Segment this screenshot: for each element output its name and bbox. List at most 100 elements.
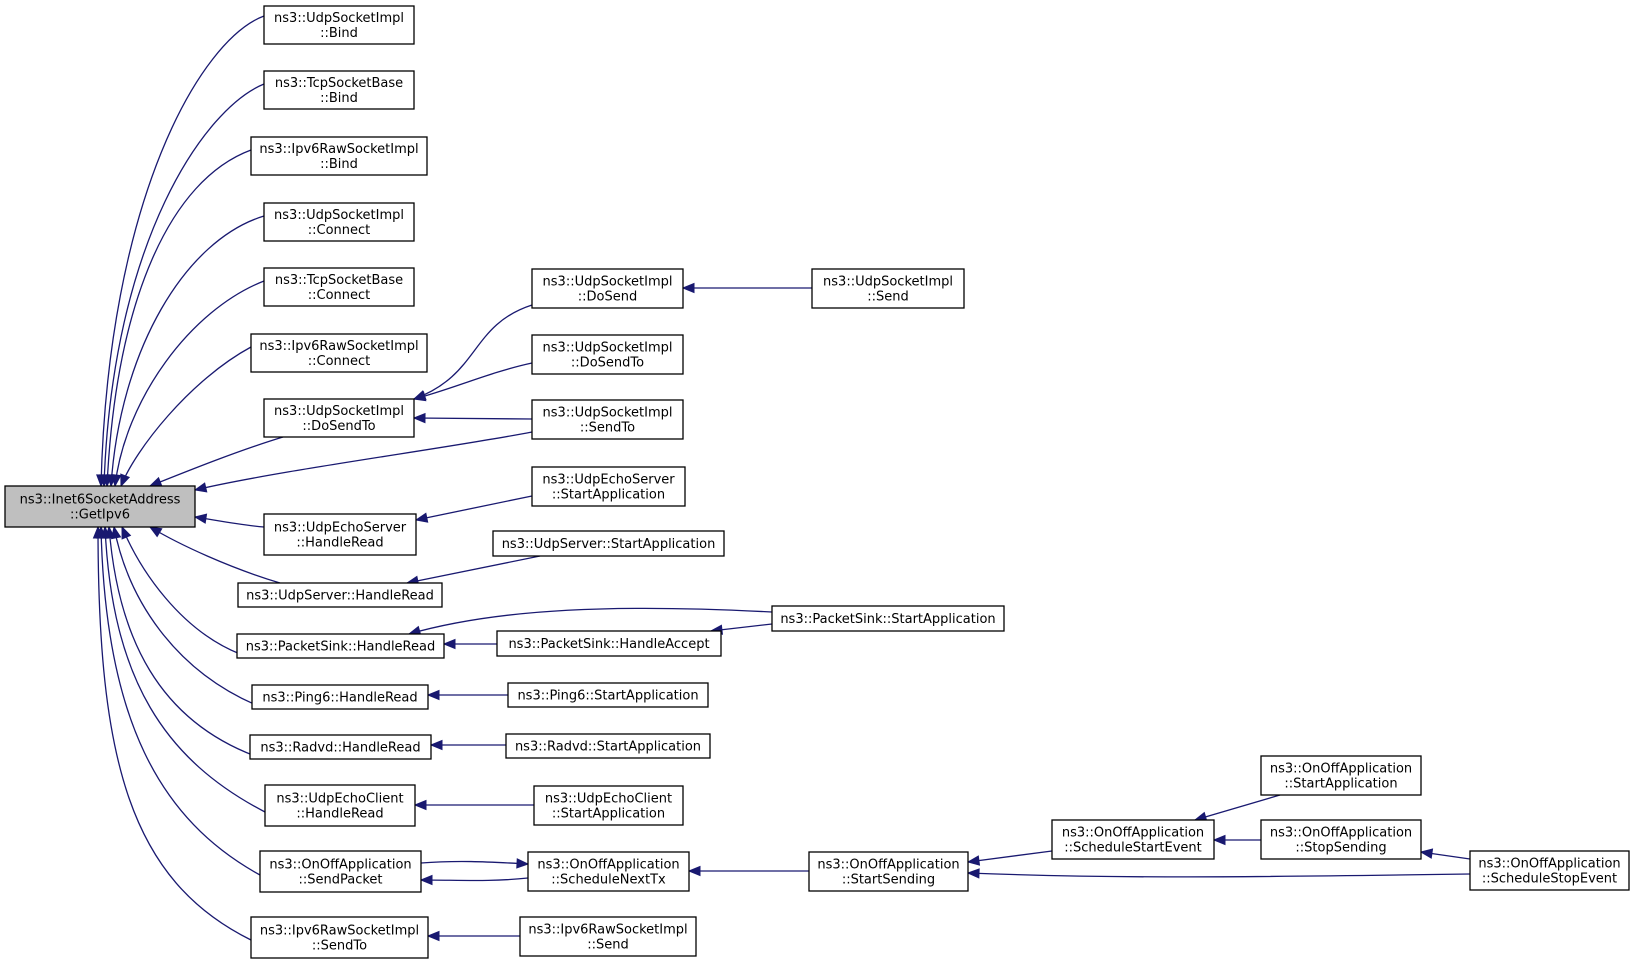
node-label: ns3::Ping6::HandleRead — [262, 691, 417, 706]
node-udp-send[interactable]: ns3::UdpSocketImpl::Send — [811, 268, 965, 309]
node-echocli-start[interactable]: ns3::UdpEchoClient::StartApplication — [533, 785, 684, 826]
node-raw-send[interactable]: ns3::Ipv6RawSocketImpl::Send — [519, 916, 697, 957]
node-box — [237, 582, 443, 608]
node-label: ::HandleRead — [296, 536, 383, 551]
node-onoff-schednext[interactable]: ns3::OnOffApplication::ScheduleNextTx — [527, 851, 690, 892]
edge-udp_dosendto2-to-udp_dosendto — [412, 362, 533, 402]
edge-onoff_schedstart-to-onoff_startsend — [966, 850, 1053, 866]
edge-onoff_sendpkt-to-getipv6 — [95, 525, 261, 876]
edge-udp_dosendto-to-getipv6 — [148, 436, 284, 487]
arrowhead-onoff_schedstart>onoff_startsend — [966, 855, 981, 866]
arrowhead-udp_sendto>udp_dosendto — [412, 412, 426, 424]
edge-line — [108, 526, 256, 757]
node-tcp-bind[interactable]: ns3::TcpSocketBase::Bind — [263, 70, 415, 110]
node-label: ::Send — [867, 290, 909, 305]
node-label: ns3::PacketSink::HandleRead — [246, 640, 435, 655]
node-raw-connect[interactable]: ns3::Ipv6RawSocketImpl::Connect — [250, 333, 428, 373]
node-label: ns3::Ping6::StartApplication — [517, 689, 698, 704]
node-box — [259, 850, 422, 893]
node-box — [263, 267, 415, 307]
node-box — [4, 485, 196, 528]
node-label: ::StopSending — [1295, 841, 1386, 856]
node-ping-start[interactable]: ns3::Ping6::StartApplication — [507, 682, 709, 708]
node-box — [263, 398, 415, 438]
node-echosrv-start[interactable]: ns3::UdpEchoServer::StartApplication — [531, 466, 686, 507]
node-udpsrv-read[interactable]: ns3::UdpServer::HandleRead — [237, 582, 443, 608]
edge-udp_connect-to-getipv6 — [106, 215, 265, 488]
arrowhead-udp_dosendto2>udp_dosendto — [412, 391, 427, 402]
node-echosrv-read[interactable]: ns3::UdpEchoServer::HandleRead — [263, 513, 417, 556]
node-label: ns3::UdpSocketImpl — [823, 275, 953, 290]
node-getipv6[interactable]: ns3::Inet6SocketAddress::GetIpv6 — [4, 485, 196, 528]
arrowhead-udpsrv_read>getipv6 — [148, 526, 163, 538]
edge-ping_start-to-ping_read — [426, 689, 508, 701]
node-sink-start[interactable]: ns3::PacketSink::StartApplication — [771, 605, 1005, 632]
edge-radvd_start-to-radvd_read — [429, 739, 506, 751]
node-udp-dosend[interactable]: ns3::UdpSocketImpl::DoSend — [531, 268, 684, 309]
node-label: ns3::UdpSocketImpl — [274, 11, 404, 26]
edge-radvd_read-to-getipv6 — [104, 525, 256, 757]
node-box — [811, 268, 965, 309]
arrowhead-onoff_sendpkt>onoff_schednext — [516, 858, 530, 869]
node-box — [531, 466, 686, 507]
edge-onoff_stopsend-to-onoff_schedstart — [1212, 834, 1261, 846]
edge-udpsrv_read-to-getipv6 — [148, 526, 281, 584]
node-label: ::DoSendTo — [302, 419, 375, 434]
node-box — [1260, 819, 1422, 860]
node-radvd-start[interactable]: ns3::Radvd::StartApplication — [505, 733, 711, 759]
node-radvd-read[interactable]: ns3::Radvd::HandleRead — [249, 734, 432, 760]
edge-line — [420, 877, 529, 882]
node-ping-read[interactable]: ns3::Ping6::HandleRead — [251, 684, 429, 710]
node-box — [263, 70, 415, 110]
node-udp-bind[interactable]: ns3::UdpSocketImpl::Bind — [263, 5, 415, 45]
edge-line — [413, 362, 533, 400]
node-label: ns3::UdpSocketImpl — [274, 404, 404, 419]
edge-tcp_bind-to-getipv6 — [99, 83, 265, 488]
edge-raw_connect-to-getipv6 — [120, 346, 252, 488]
arrowhead-raw_send>raw_sendto — [426, 930, 440, 942]
edge-sink_read-to-getipv6 — [121, 525, 241, 655]
arrowhead-udp_send>udp_dosend — [681, 282, 695, 294]
node-label: ::DoSendTo — [571, 356, 644, 371]
arrowhead-onoff_schedstop>onoff_startsend — [966, 868, 980, 879]
node-label: ::Connect — [308, 223, 371, 238]
node-tcp-connect[interactable]: ns3::TcpSocketBase::Connect — [263, 267, 415, 307]
arrowhead-onoff_schedstop>onoff_stopsend — [1419, 848, 1434, 859]
node-raw-bind[interactable]: ns3::Ipv6RawSocketImpl::Bind — [250, 136, 428, 176]
node-echocli-read[interactable]: ns3::UdpEchoClient::HandleRead — [264, 784, 416, 827]
edge-line — [106, 149, 252, 487]
node-label: ns3::OnOffApplication — [269, 858, 411, 873]
edge-line — [967, 872, 1471, 878]
node-box — [1260, 755, 1422, 796]
node-onoff-sendpkt[interactable]: ns3::OnOffApplication::SendPacket — [259, 850, 422, 893]
node-label: ns3::Inet6SocketAddress — [20, 493, 181, 508]
node-udp-sendto[interactable]: ns3::UdpSocketImpl::SendTo — [531, 399, 684, 440]
node-udp-dosendto[interactable]: ns3::UdpSocketImpl::DoSendTo — [263, 398, 415, 438]
node-udp-dosendto2[interactable]: ns3::UdpSocketImpl::DoSendTo — [531, 334, 684, 375]
node-sink-read[interactable]: ns3::PacketSink::HandleRead — [236, 633, 445, 659]
node-sink-accept[interactable]: ns3::PacketSink::HandleAccept — [496, 630, 722, 657]
node-onoff-startsend[interactable]: ns3::OnOffApplication::StartSending — [808, 851, 969, 892]
arrowhead-onoff_schednext>onoff_sendpkt — [419, 874, 433, 886]
node-box — [250, 916, 429, 959]
node-box — [533, 785, 684, 826]
edge-onoff_schednext-to-onoff_sendpkt — [419, 874, 529, 886]
node-onoff-stopsend[interactable]: ns3::OnOffApplication::StopSending — [1260, 819, 1422, 860]
node-udpsrv-start[interactable]: ns3::UdpServer::StartApplication — [492, 530, 725, 557]
node-onoff-schedstop[interactable]: ns3::OnOffApplication::ScheduleStopEvent — [1469, 850, 1630, 891]
edge-onoff_schedstop-to-onoff_startsend — [966, 868, 1471, 879]
arrowhead-sink_read>getipv6 — [121, 525, 132, 540]
node-label: ::Connect — [308, 354, 371, 369]
node-raw-sendto[interactable]: ns3::Ipv6RawSocketImpl::SendTo — [250, 916, 429, 959]
edge-line — [100, 526, 261, 876]
node-onoff-startapp[interactable]: ns3::OnOffApplication::StartApplication — [1260, 755, 1422, 796]
arrowhead-echocli_start>echocli_read — [413, 799, 427, 811]
node-label: ns3::PacketSink::HandleAccept — [508, 637, 709, 652]
node-onoff-schedstart[interactable]: ns3::OnOffApplication::ScheduleStartEven… — [1051, 819, 1215, 860]
node-udp-connect[interactable]: ns3::UdpSocketImpl::Connect — [263, 202, 415, 242]
node-label: ns3::UdpSocketImpl — [543, 406, 673, 421]
arrowhead-onoff_startsend>onoff_schednext — [687, 865, 701, 877]
node-label: ::SendTo — [580, 421, 635, 436]
node-box — [505, 733, 711, 759]
